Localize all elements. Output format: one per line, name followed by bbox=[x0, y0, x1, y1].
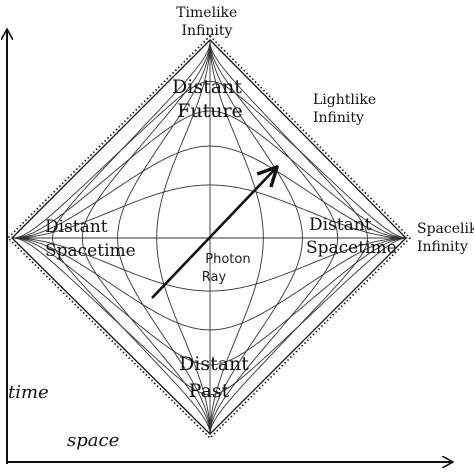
time-axis-label: time bbox=[8, 382, 49, 403]
constant-space-curve bbox=[209, 41, 303, 435]
spacelike-infinity-label: Spacelik Infinity bbox=[417, 221, 474, 255]
lightlike-infinity-label: Lightlike Infinity bbox=[313, 92, 381, 126]
distant-spacetime-left-label: Distant Spacetime bbox=[45, 217, 136, 261]
constant-space-curve bbox=[209, 41, 368, 435]
constant-space-curve bbox=[81, 41, 211, 435]
distant-past-label: Distant Past bbox=[179, 353, 255, 402]
timelike-infinity-label: Timelike Infinity bbox=[176, 5, 242, 39]
constant-space-curve bbox=[209, 41, 339, 435]
coordinate-grid bbox=[12, 41, 408, 435]
diamond-boundary bbox=[6, 34, 412, 440]
photon-ray-label: Photon Ray bbox=[202, 252, 255, 285]
constant-space-curve bbox=[52, 41, 211, 435]
photon-ray-arrow bbox=[151, 168, 276, 299]
distant-spacetime-right-label: Distant Spacetime bbox=[306, 215, 397, 258]
distant-future-label: Distant Future bbox=[172, 76, 248, 122]
space-axis-label: space bbox=[67, 430, 119, 451]
constant-space-curve bbox=[117, 41, 211, 435]
constant-space-curve bbox=[209, 41, 264, 435]
constant-space-curve bbox=[156, 41, 211, 435]
